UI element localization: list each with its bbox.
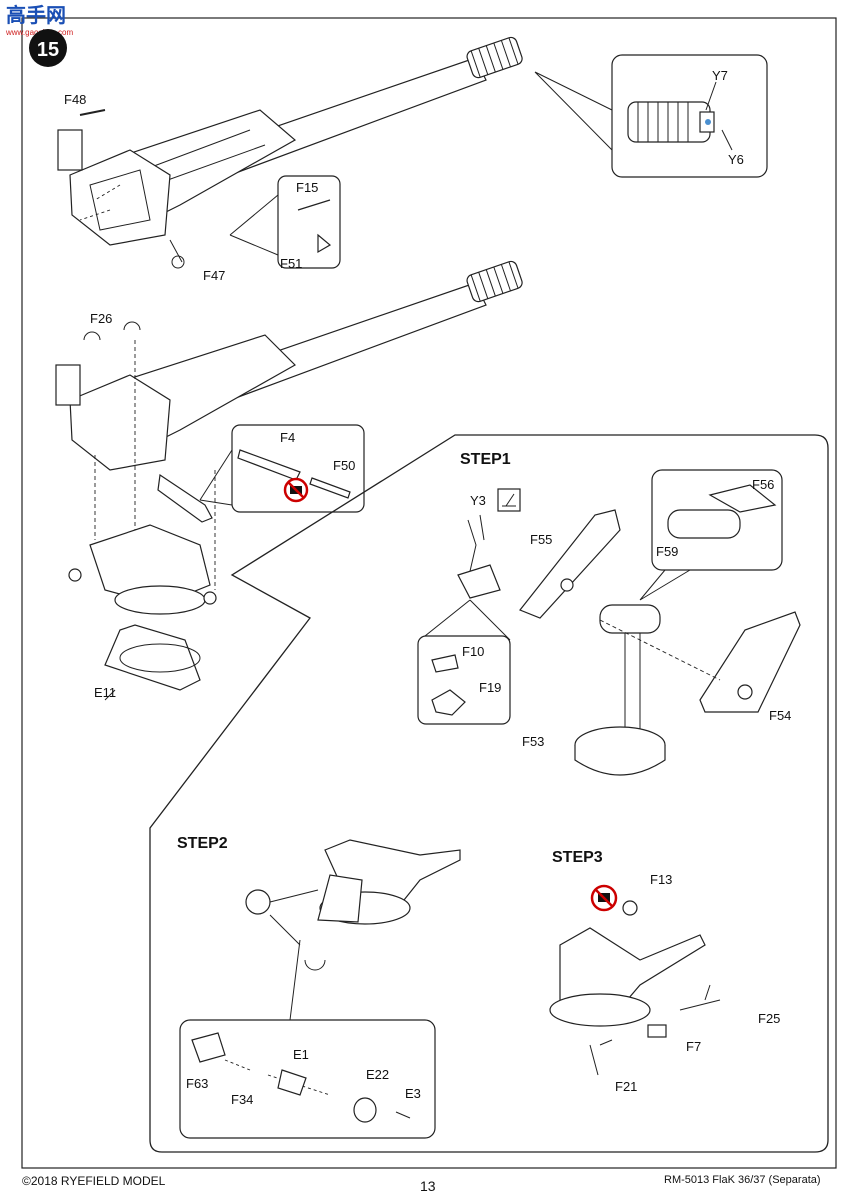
label-f63: F63 [186, 1076, 208, 1091]
label-f10: F10 [462, 644, 484, 659]
label-e11: E11 [94, 685, 116, 700]
label-f48: F48 [64, 92, 86, 107]
label-f59: F59 [656, 544, 678, 559]
label-y3: Y3 [470, 493, 486, 508]
label-y7: Y7 [712, 68, 728, 83]
label-e22: E22 [366, 1067, 389, 1082]
step2-assembly [245, 839, 461, 1021]
label-f53: F53 [522, 734, 544, 749]
middle-gun-assembly [55, 259, 525, 600]
label-f25: F25 [758, 1011, 780, 1026]
step-number-badge: 15 [29, 29, 67, 67]
part-labels: F48 F47 F15 F51 Y7 Y6 F26 F4 F50 E11 STE… [64, 68, 791, 1107]
kit-code: RM-5013 FlaK 36/37 (Separata) [664, 1174, 821, 1186]
label-f4: F4 [280, 430, 295, 445]
copyright: ©2018 RYEFIELD MODEL [22, 1174, 166, 1188]
label-f56: F56 [752, 477, 774, 492]
label-f13: F13 [650, 872, 672, 887]
upper-gun-assembly [57, 35, 525, 269]
label-f55: F55 [530, 532, 552, 547]
svg-text:高手网: 高手网 [6, 3, 66, 27]
step3-title: STEP3 [552, 849, 603, 866]
label-f47: F47 [203, 268, 225, 283]
label-f15: F15 [296, 180, 318, 195]
page-number: 13 [420, 1178, 436, 1194]
step3-assembly [549, 884, 721, 1076]
step1-title: STEP1 [460, 451, 511, 468]
muzzle-detail-box [534, 54, 768, 178]
label-f51: F51 [280, 256, 302, 271]
label-e1: E1 [293, 1047, 309, 1062]
page-border [21, 17, 837, 1169]
label-e3: E3 [405, 1086, 421, 1101]
label-f34: F34 [231, 1092, 253, 1107]
label-f19: F19 [479, 680, 501, 695]
f56-f59-detail-box [639, 469, 783, 601]
step2-detail-box [179, 1019, 436, 1139]
f4-f50-detail-box [199, 424, 365, 513]
label-f26: F26 [90, 311, 112, 326]
label-f21: F21 [615, 1079, 637, 1094]
label-f54: F54 [769, 708, 791, 723]
f10-f19-detail-box [417, 599, 511, 725]
label-y6: Y6 [728, 152, 744, 167]
steps-frame [149, 434, 829, 1153]
step1-assembly [457, 488, 801, 776]
step2-title: STEP2 [177, 835, 228, 852]
label-f50: F50 [333, 458, 355, 473]
middle-mount-base [68, 524, 217, 701]
f15-f51-detail-box [229, 175, 341, 269]
step-number: 15 [37, 39, 59, 61]
label-f7: F7 [686, 1039, 701, 1054]
